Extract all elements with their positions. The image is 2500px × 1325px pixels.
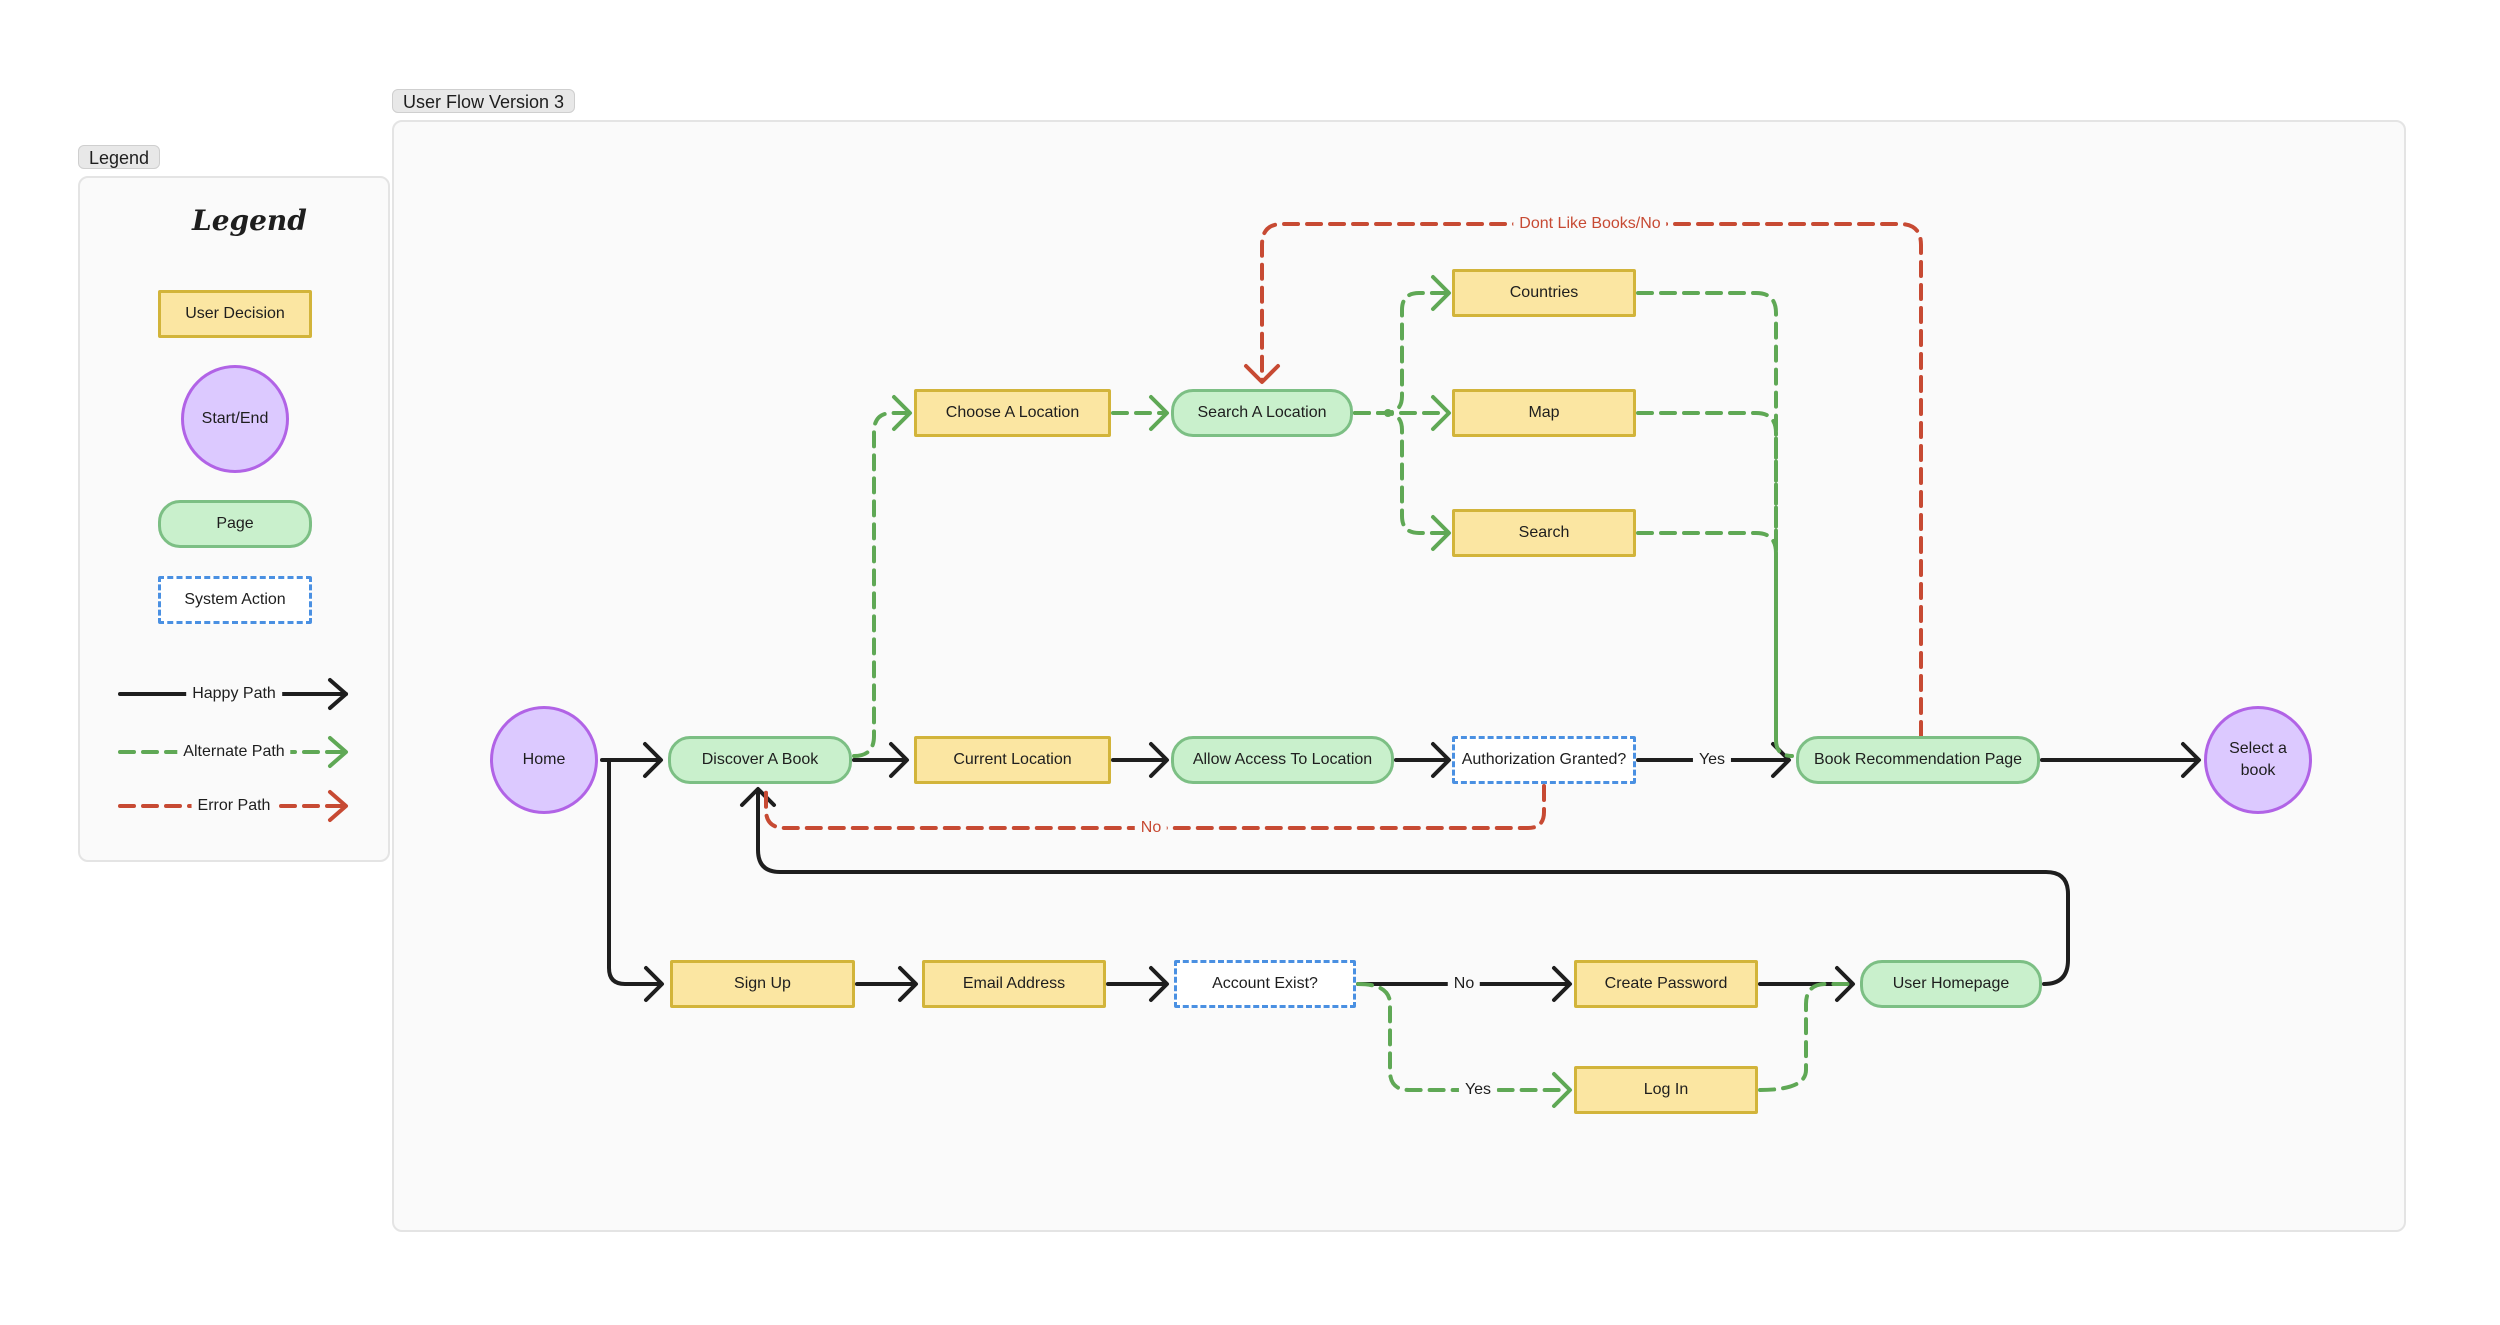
flow-frame-tag[interactable]: User Flow Version 3	[392, 89, 576, 113]
select-book-line-1: Select a	[2229, 740, 2287, 757]
arrow-recommendation-select	[2181, 742, 2201, 778]
select-book-line-2: book	[2240, 762, 2276, 779]
node-user-homepage[interactable]: User Homepage	[1860, 960, 2042, 1008]
edge-login-homepage	[1758, 982, 1852, 1092]
node-sign-up[interactable]: Sign Up	[670, 960, 855, 1008]
label-auth-no: No	[1134, 818, 1168, 838]
legend-start-end[interactable]: Start/End	[181, 365, 289, 473]
arrow-recommendation-search-error	[1244, 364, 1280, 384]
node-log-in[interactable]: Log In	[1574, 1066, 1758, 1114]
node-current-location[interactable]: Current Location	[914, 736, 1111, 784]
node-search-a-location[interactable]: Search A Location	[1171, 389, 1353, 437]
arrow-homepage-discover	[740, 787, 776, 807]
arrow-account-create	[1552, 966, 1572, 1002]
label-auth-yes: Yes	[1692, 750, 1732, 770]
legend-err-arrow	[328, 790, 348, 822]
legend-user-decision[interactable]: User Decision	[158, 290, 312, 338]
edge-homepage-discover	[756, 790, 2070, 986]
legend-happy-path-label: Happy Path	[186, 685, 282, 703]
legend-system-action[interactable]: System Action	[158, 576, 312, 624]
arrow-create-homepage	[1835, 966, 1855, 1002]
arrow-email-account	[1149, 966, 1169, 1002]
node-countries[interactable]: Countries	[1452, 269, 1636, 317]
node-book-recommendation-page[interactable]: Book Recommendation Page	[1796, 736, 2040, 784]
edge-account-login	[1356, 982, 1569, 1092]
legend-alt-arrow	[328, 736, 348, 768]
arrow-current-allow	[1149, 742, 1169, 778]
legend-title: Legend	[192, 204, 307, 237]
node-create-password[interactable]: Create Password	[1574, 960, 1758, 1008]
edge-countries-recommendation	[1636, 291, 1794, 758]
arrow-allow-auth	[1431, 742, 1451, 778]
legend-alternate-path-label: Alternate Path	[177, 743, 291, 761]
node-map[interactable]: Map	[1452, 389, 1636, 437]
flow-frame	[392, 120, 2406, 1232]
node-choose-a-location[interactable]: Choose A Location	[914, 389, 1111, 437]
arrow-home-signup	[644, 966, 664, 1002]
edge-home-signup	[607, 758, 661, 986]
node-account-exist[interactable]: Account Exist?	[1174, 960, 1356, 1008]
branch-dot	[1384, 409, 1392, 417]
node-search[interactable]: Search	[1452, 509, 1636, 557]
legend-error-path-label: Error Path	[191, 797, 277, 815]
arrow-search-map	[1431, 395, 1451, 431]
arrow-account-login	[1552, 1072, 1572, 1108]
edge-search-countries	[1353, 291, 1448, 415]
arrow-discover-choose	[892, 395, 912, 431]
node-select-a-book[interactable]: Select a book	[2204, 706, 2312, 814]
legend-frame-tag[interactable]: Legend	[78, 145, 161, 169]
arrow-search-search	[1431, 515, 1451, 551]
arrow-signup-email	[898, 966, 918, 1002]
node-email-address[interactable]: Email Address	[922, 960, 1106, 1008]
node-authorization-granted[interactable]: Authorization Granted?	[1452, 736, 1636, 784]
arrow-discover-current	[889, 742, 909, 778]
edge-search-recommendation	[1636, 531, 1778, 742]
node-home[interactable]: Home	[490, 706, 598, 814]
arrow-search-countries	[1431, 275, 1451, 311]
label-account-no: No	[1447, 974, 1481, 994]
edge-discover-choose	[852, 411, 907, 758]
edge-map-recommendation	[1636, 411, 1778, 742]
node-allow-access-to-location[interactable]: Allow Access To Location	[1171, 736, 1394, 784]
legend-page[interactable]: Page	[158, 500, 312, 548]
label-account-yes: Yes	[1458, 1080, 1498, 1100]
arrow-home-discover	[643, 742, 663, 778]
edge-search-search	[1353, 411, 1448, 535]
label-dont-like-books: Dont Like Books/No	[1513, 214, 1667, 234]
node-discover-a-book[interactable]: Discover A Book	[668, 736, 852, 784]
arrow-choose-search	[1149, 395, 1169, 431]
legend-happy-arrow	[328, 678, 348, 710]
